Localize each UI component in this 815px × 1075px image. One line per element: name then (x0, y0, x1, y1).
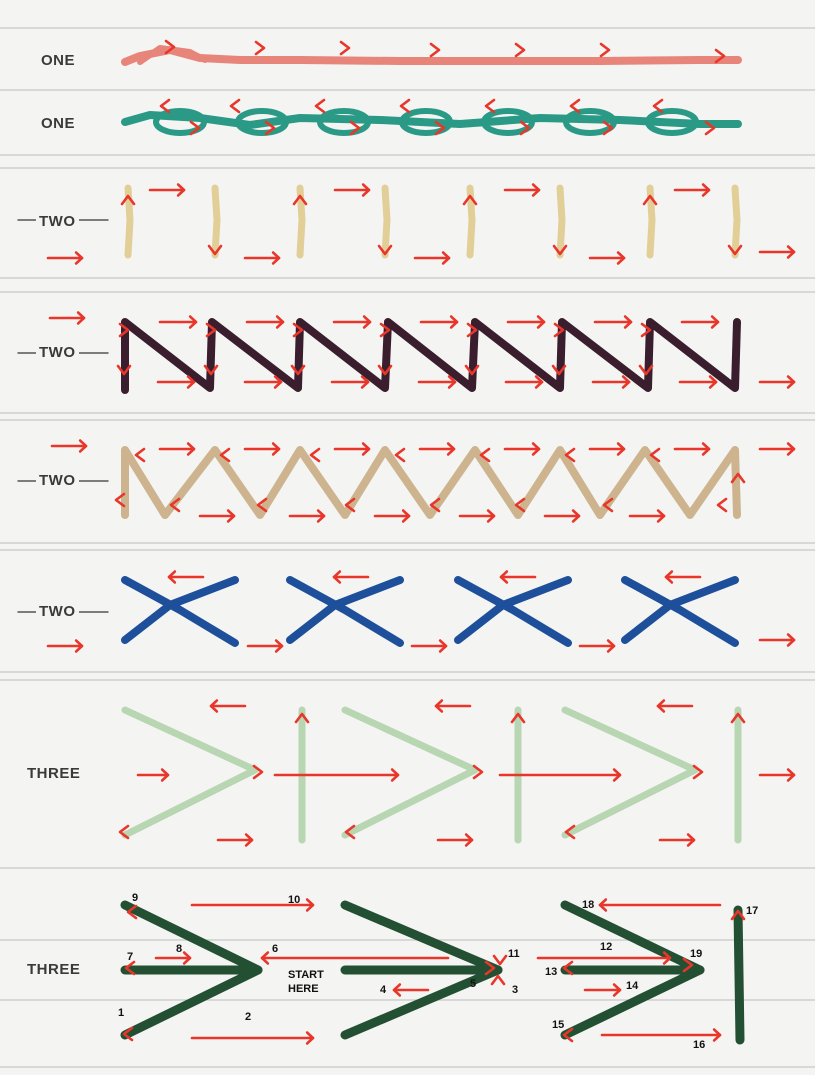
darkgreen-vertical-stitch (738, 910, 740, 1040)
chevron-left-icon (571, 100, 579, 112)
tan-yarn-dash (385, 188, 387, 255)
step-number: 17 (746, 905, 758, 917)
step-number: 8 (176, 943, 182, 955)
step-number: 4 (380, 984, 387, 996)
chevron-right-icon (601, 44, 609, 56)
chevron-left-icon (231, 100, 239, 112)
chevron-left-icon (486, 100, 494, 112)
chevron-down-icon (494, 956, 506, 964)
chevron-left-icon (396, 449, 404, 461)
step-number: 12 (600, 941, 612, 953)
row-label-two-4: TWO (36, 603, 79, 620)
step-number: 1 (118, 1007, 124, 1019)
step-number: 14 (626, 980, 639, 992)
step-number: 5 (470, 978, 476, 990)
row-label-two-1: TWO (36, 213, 79, 230)
chevron-left-icon (161, 100, 169, 112)
step-number: 15 (552, 1019, 564, 1031)
step-number: 6 (272, 943, 278, 955)
chevron-right-icon (341, 42, 349, 54)
step-number: 7 (127, 951, 133, 963)
start-here-label: HERE (288, 983, 319, 995)
chevron-left-icon (401, 100, 409, 112)
row-label-three-2: THREE (24, 961, 83, 978)
chevron-left-icon (654, 100, 662, 112)
step-number: 13 (545, 966, 557, 978)
row-label-two-2: TWO (36, 344, 79, 361)
step-number: 19 (690, 948, 702, 960)
tan-yarn-dash (560, 188, 562, 255)
chevron-right-icon (431, 44, 439, 56)
row-label-two-3: TWO (36, 472, 79, 489)
step-number: 9 (132, 892, 138, 904)
chevron-left-icon (316, 100, 324, 112)
chevron-right-icon (516, 44, 524, 56)
step-number: 2 (245, 1011, 251, 1023)
chevron-left-icon (311, 449, 319, 461)
mint-chevron-stitch (125, 710, 255, 835)
step-number: 10 (288, 894, 300, 906)
chevron-left-icon (136, 449, 144, 461)
tan-yarn-dash (215, 188, 217, 255)
step-number: 16 (693, 1039, 705, 1051)
step-number: 11 (508, 948, 520, 960)
chevron-right-icon (256, 42, 264, 54)
chevron-left-icon (718, 499, 726, 511)
chevron-up-icon (492, 976, 504, 984)
tan-yarn-dash (735, 188, 737, 255)
mint-chevron-stitch (565, 710, 695, 835)
row-label-one-2: ONE (38, 115, 78, 132)
step-number: 3 (512, 984, 518, 996)
row-label-three-1: THREE (24, 765, 83, 782)
row-label-one-1: ONE (38, 52, 78, 69)
step-number: 18 (582, 899, 594, 911)
start-here-label: START (288, 969, 324, 981)
mint-chevron-stitch (345, 710, 475, 835)
